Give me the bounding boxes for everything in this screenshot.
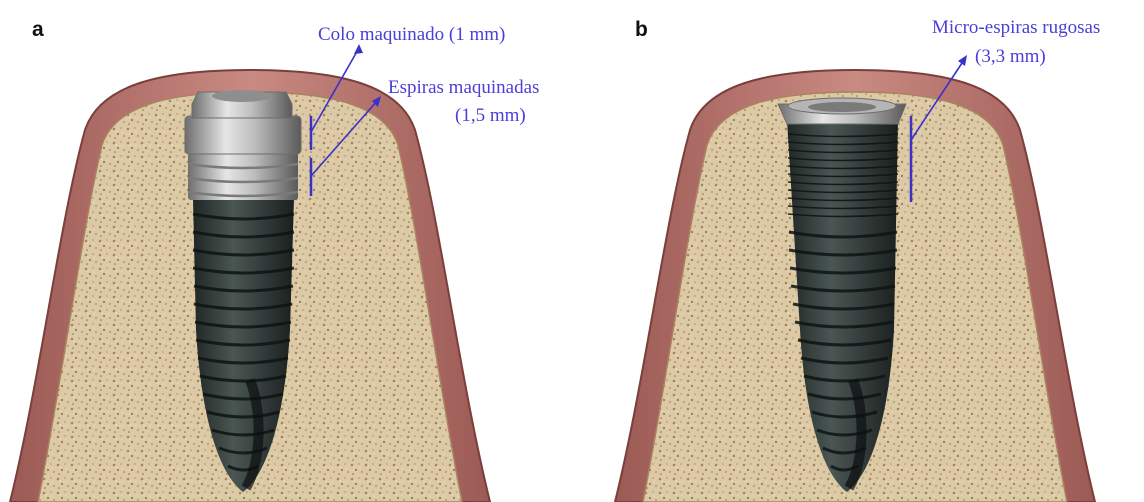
leader-arrow-micro-threads (958, 55, 967, 66)
panel-a-letter: a (32, 18, 44, 41)
label-colo-maquinado: Colo maquinado (1 mm) (318, 24, 505, 45)
panel-b-letter: b (635, 18, 648, 41)
leader-arrow-collar (354, 44, 363, 54)
label-espiras-maquinadas-size: (1,5 mm) (455, 105, 526, 126)
implant-a-collar (185, 116, 301, 154)
panel-a: a (10, 18, 539, 502)
label-micro-espiras-size: (3,3 mm) (975, 46, 1046, 67)
panel-b: b (615, 17, 1100, 502)
label-micro-espiras: Micro-espiras rugosas (932, 17, 1100, 38)
label-espiras-maquinadas: Espiras maquinadas (388, 77, 539, 98)
